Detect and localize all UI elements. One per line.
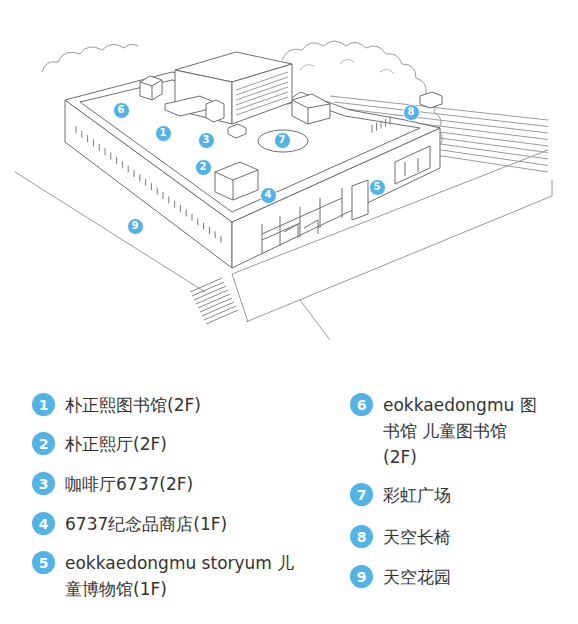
key-item: 1 朴正熙图书馆(2F) [32,392,312,418]
window [134,170,135,177]
window [87,135,88,142]
window [390,117,391,125]
callout-circle: 5 [369,179,386,196]
callout-circle: 3 [198,132,215,149]
window [381,121,382,129]
key-label: 咖啡厅6737(2F) [65,471,312,497]
key-label: 朴正熙图书馆(2F) [65,392,312,418]
callout-number: 8 [408,107,415,117]
callout-circle: 2 [195,159,212,176]
key-label: 6737纪念品商店(1F) [65,511,312,537]
window [385,119,386,127]
callout-number: 5 [32,551,55,574]
callout-circle: 1 [155,125,172,142]
callout-number: 5 [374,182,381,192]
callout-number: 8 [350,525,373,548]
key-item: 8 天空长椅 [350,524,540,550]
window [93,139,94,146]
window [203,223,204,230]
window [209,227,210,234]
tower-line [236,87,288,105]
window [174,201,175,208]
key-item: 2 朴正熙厅(2F) [32,431,312,457]
window [157,188,158,195]
window [372,125,373,133]
window [145,179,146,186]
callout-number: 7 [279,135,286,145]
stair-step [206,310,238,324]
key-label: 天空长椅 [383,524,540,550]
window [110,153,111,160]
tower-line [236,77,288,95]
callout-number: 4 [265,190,272,200]
window [376,123,377,131]
key-item: 9 天空花园 [350,564,540,590]
callout-number: 9 [350,565,373,588]
window [122,161,123,168]
callout-number: 7 [350,483,373,506]
window [151,183,152,190]
window [163,192,164,199]
window [139,174,140,181]
callout-circle: 7 [274,132,291,149]
key-item: 3 咖啡厅6737(2F) [32,471,312,497]
window [186,209,187,216]
key-label: 彩虹广场 [383,482,540,508]
callout-number: 6 [118,105,125,115]
window [76,126,77,133]
window [192,214,193,221]
key-label: 朴正熙厅(2F) [65,431,312,457]
callout-number: 9 [132,221,139,231]
key-label: 天空花园 [383,564,540,590]
key-item: 6 eokkaedongmu 图书馆 儿童图书馆(2F) [350,392,540,470]
window [99,144,100,151]
key-label: eokkaedongmu 图书馆 儿童图书馆(2F) [383,392,540,470]
window [180,205,181,212]
tower-line [236,97,288,115]
window [215,231,216,238]
key-item: 7 彩虹广场 [350,482,540,508]
tower-line [236,82,288,100]
key-item: 4 6737纪念品商店(1F) [32,511,312,537]
key-label: eokkaedongmu storyum 儿童博物馆(1F) [65,550,302,602]
callout-number: 4 [32,512,55,535]
callout-circle: 4 [260,187,277,204]
window [105,148,106,155]
callout-circle: 6 [113,102,130,119]
window [128,166,129,173]
callout-circle: 8 [403,104,420,121]
key-item: 5 eokkaedongmu storyum 儿童博物馆(1F) [32,550,302,602]
tower-line [236,72,288,90]
callout-number: 3 [203,135,210,145]
window [221,236,222,243]
callout-number: 1 [160,128,167,138]
window [168,196,169,203]
callout-number: 1 [32,393,55,416]
callout-number: 2 [32,432,55,455]
tower-line [236,92,288,110]
callout-circle: 9 [127,218,144,235]
callout-number: 6 [350,393,373,416]
callout-number: 3 [32,472,55,495]
window [197,218,198,225]
window [116,157,117,164]
window [81,131,82,138]
callout-number: 2 [200,162,207,172]
